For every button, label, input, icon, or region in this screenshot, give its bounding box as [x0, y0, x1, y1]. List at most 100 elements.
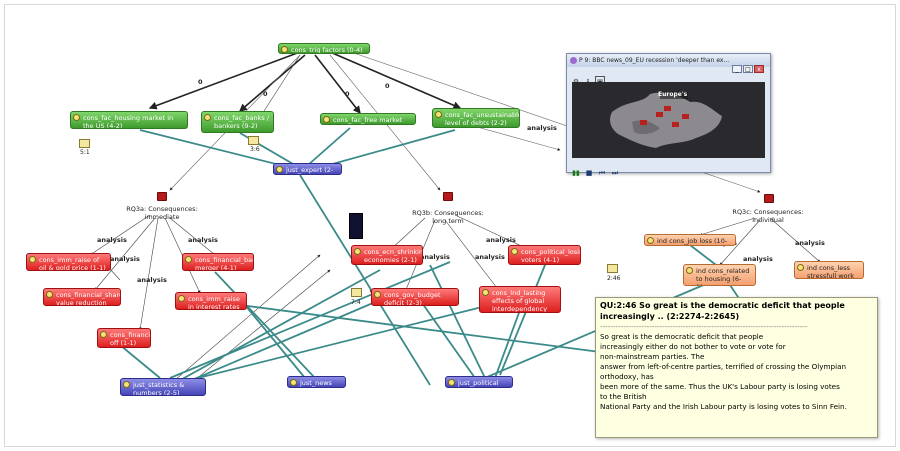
- relation-label-analysis: analysis: [475, 253, 505, 261]
- relation-label-analysis: analysis: [137, 276, 167, 284]
- video-preview-window[interactable]: P 9: BBC news_09_EU recession 'deeper th…: [566, 53, 771, 177]
- quotation-line: increasingly either do not bother to vot…: [600, 342, 786, 351]
- code-node-news-agency[interactable]: just_news agency (4-2): [287, 376, 346, 388]
- code-node-lasting-effects[interactable]: cons_lnd_lasting effects of global inter…: [479, 286, 561, 313]
- document-icon[interactable]: [248, 136, 259, 145]
- code-node-oil-gold[interactable]: cons_imm_raise of oil & gold price (1-1): [26, 253, 111, 271]
- relation-label-analysis: analysis: [486, 236, 516, 244]
- code-node-statistics[interactable]: just_statistics & numbers (2-5): [120, 378, 206, 396]
- code-node-budget-deficit[interactable]: cons_gov_budget deficit (2-3): [371, 288, 459, 306]
- code-icon: [276, 166, 283, 173]
- document-icon[interactable]: [79, 139, 90, 148]
- code-icon: [46, 291, 53, 298]
- code-icon: [185, 256, 192, 263]
- relation-label-zero: 0: [385, 82, 390, 90]
- quotation-divider: ----------------------------------------…: [600, 322, 808, 331]
- code-icon: [797, 264, 804, 271]
- quotation-line: answer from left-of-centre parties, terr…: [600, 362, 847, 371]
- code-node-banks[interactable]: cons_fac_banks / bankers (9-2): [201, 111, 274, 133]
- code-node-debts[interactable]: cons_fac_unsustainable level of debts (2…: [432, 108, 520, 128]
- code-node-trigger-factors[interactable]: cons_trig factors (0-4): [278, 43, 370, 54]
- code-icon: [448, 379, 455, 386]
- video-document-icon[interactable]: [349, 213, 363, 239]
- code-icon: [123, 381, 130, 388]
- code-icon: [290, 379, 297, 386]
- code-icon: [100, 331, 107, 338]
- video-overlay-text: Europe's: [658, 91, 688, 98]
- previous-icon[interactable]: ⏮: [598, 169, 606, 177]
- relation-label-analysis: analysis: [743, 255, 773, 263]
- code-icon: [281, 46, 288, 53]
- code-node-just-expert[interactable]: just_expert (2-3): [273, 163, 342, 175]
- code-node-share-value[interactable]: cons_financial_share value reduction (1-…: [43, 288, 121, 306]
- code-icon: [374, 291, 381, 298]
- memo-book-icon[interactable]: [443, 192, 453, 201]
- code-icon: [435, 111, 442, 118]
- video-screen[interactable]: Europe's: [572, 82, 765, 158]
- doc-label: 5:1: [80, 149, 90, 156]
- code-icon: [204, 114, 211, 121]
- code-node-interest-rates[interactable]: cons_imm_raise in interest rates (1-1): [175, 292, 247, 310]
- relation-label-analysis: analysis: [110, 255, 140, 263]
- video-window-title: P 9: BBC news_09_EU recession 'deeper th…: [567, 54, 770, 67]
- code-node-sell-off[interactable]: cons_financial_sell off (1-1): [97, 328, 151, 348]
- quotation-tooltip: QU:2:46 So great is the democratic defic…: [595, 297, 878, 438]
- doc-label: 3:6: [250, 146, 260, 153]
- relation-label-analysis: analysis: [527, 124, 557, 132]
- code-icon: [29, 256, 36, 263]
- relation-label-zero: 0: [198, 78, 203, 86]
- window-app-icon: [570, 57, 577, 64]
- code-node-related-housing[interactable]: ind cons_related to housing (6-1)~: [683, 264, 756, 286]
- minimize-button[interactable]: _: [732, 65, 742, 73]
- quotation-line: National Party and the Irish Labour part…: [600, 402, 847, 411]
- relation-label-analysis: analysis: [795, 239, 825, 247]
- code-icon: [686, 267, 693, 274]
- quotation-header: QU:2:46 So great is the democratic defic…: [600, 301, 845, 321]
- video-controls: ▮▮ ■ ⏮ ⏭: [571, 160, 691, 177]
- next-icon[interactable]: ⏭: [611, 169, 619, 177]
- relation-label-analysis: analysis: [420, 253, 450, 261]
- code-icon: [511, 248, 518, 255]
- code-node-free-market[interactable]: cons_fac_free market (4-2): [320, 113, 416, 125]
- window-controls: _□x: [731, 56, 767, 73]
- code-node-bank-merger[interactable]: cons_financial_bank merger (4-1): [182, 253, 254, 271]
- code-icon: [323, 116, 330, 123]
- quotation-line: orthodoxy, has: [600, 372, 654, 381]
- quotation-line: non-mainstream parties. The: [600, 352, 705, 361]
- relation-label-zero: 0: [345, 90, 350, 98]
- doc-label: 7:4: [351, 299, 361, 306]
- close-button[interactable]: x: [754, 65, 764, 73]
- code-node-losing-voters[interactable]: cons_political_losing voters (4-1): [508, 245, 581, 265]
- code-node-housing-market[interactable]: cons_fac_housing market in the US (4-2): [70, 111, 188, 129]
- quotation-line: been more of the same. Thus the UK's Lab…: [600, 382, 840, 391]
- relation-label-zero: 0: [263, 90, 268, 98]
- quotation-line: to the British: [600, 392, 647, 401]
- memo-book-icon[interactable]: [157, 192, 167, 201]
- memo-book-icon[interactable]: [764, 194, 774, 203]
- code-icon: [647, 237, 654, 244]
- quotation-line: So great is the democratic deficit that …: [600, 332, 764, 341]
- rq3b-heading: RQ3b: Consequences: long term: [412, 209, 484, 225]
- video-toolbar: ⚙ℹ▣: [571, 69, 631, 86]
- document-icon[interactable]: [351, 288, 362, 297]
- stop-icon[interactable]: ■: [585, 169, 593, 177]
- europe-map-frame: [572, 82, 765, 158]
- relation-label-analysis: analysis: [188, 236, 218, 244]
- doc-label: 2:46: [607, 275, 621, 282]
- rq3c-heading: RQ3c: Consequences: individual: [732, 208, 804, 224]
- code-node-less-stressful[interactable]: ind cons_less stressfull work (1-1): [794, 261, 864, 279]
- code-node-job-loss[interactable]: ind cons_job loss (10-1): [644, 234, 736, 246]
- code-icon: [178, 295, 185, 302]
- code-icon: [482, 289, 489, 296]
- code-node-political-opinion[interactable]: just_political opinion (7-3): [445, 376, 513, 388]
- code-node-shrinking-economies[interactable]: cons_ecn_shrinking economies (2-1): [351, 245, 423, 265]
- play-icon[interactable]: ▮▮: [572, 169, 580, 177]
- code-icon: [354, 248, 361, 255]
- document-icon[interactable]: [607, 264, 618, 273]
- code-icon: [73, 114, 80, 121]
- canvas-frame: [4, 4, 896, 447]
- rq3a-heading: RQ3a: Consequences: immediate: [126, 205, 198, 221]
- relation-label-analysis: analysis: [97, 236, 127, 244]
- maximize-button[interactable]: □: [743, 65, 753, 73]
